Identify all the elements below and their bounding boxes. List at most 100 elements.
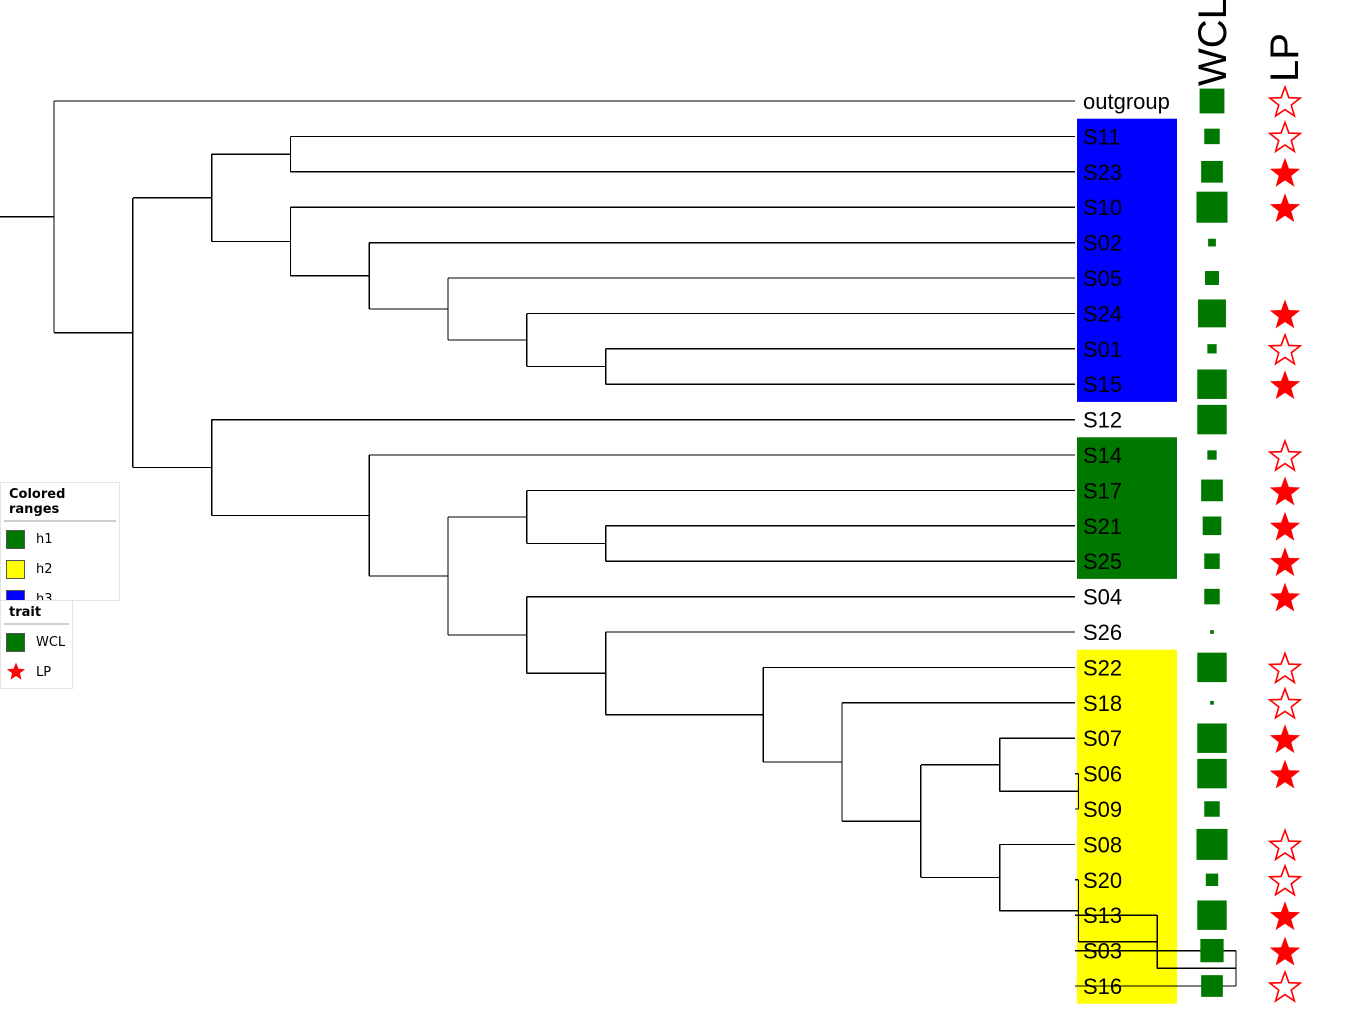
lp-header: LP: [1263, 33, 1307, 82]
tip-label: S18: [1083, 691, 1122, 716]
wcl-square: [1197, 369, 1227, 399]
wcl-square: [1210, 700, 1214, 705]
h2-swatch: [6, 559, 25, 579]
tip-label: S12: [1083, 408, 1122, 433]
star-filled-icon: [1269, 936, 1301, 966]
wcl-square: [1201, 160, 1223, 183]
wcl-square: [1201, 479, 1223, 502]
legend-item-label: LP: [36, 664, 52, 680]
legend-item-h1: h1: [1, 524, 119, 554]
wcl-square: [1197, 758, 1227, 789]
star-filled-icon: [1269, 476, 1301, 506]
legend-item-label: h1: [36, 531, 53, 547]
star-outline-icon: [1267, 120, 1303, 154]
tip-label: S10: [1083, 195, 1122, 220]
tip-label: S26: [1083, 620, 1122, 645]
trait-headers: WCL LP: [1191, 0, 1307, 86]
star-filled-icon: [1269, 370, 1301, 400]
tree-branches: [0, 100, 1237, 987]
colored-ranges: [1077, 118, 1177, 1004]
tip-label: S07: [1083, 726, 1122, 751]
star-filled-icon: [1269, 901, 1301, 931]
legend-trait: trait WCL LP: [0, 600, 73, 689]
legend-item-h2: h2: [1, 554, 119, 584]
star-filled-icon: [1269, 157, 1301, 187]
star-filled-icon: [1269, 582, 1301, 612]
star-outline-icon: [1267, 969, 1303, 1003]
wcl-square: [1197, 404, 1227, 435]
tip-label: S11: [1083, 124, 1121, 149]
star-outline-icon: [1267, 332, 1303, 366]
wcl-square: [1204, 588, 1220, 605]
range-h1: [1077, 437, 1177, 579]
tip-label: S03: [1083, 939, 1122, 964]
wcl-square: [1205, 873, 1219, 886]
wcl-trait-column: [1196, 88, 1228, 997]
wcl-square: [1204, 553, 1220, 569]
tip-label: S21: [1083, 514, 1122, 539]
legend-item-lp: LP: [1, 657, 72, 687]
wcl-square: [1204, 128, 1220, 145]
wcl-square: [1204, 801, 1220, 817]
star-icon: [6, 662, 26, 680]
wcl-square: [1197, 723, 1227, 753]
star-outline-icon: [1267, 651, 1303, 685]
tip-label: S05: [1083, 266, 1122, 291]
tip-label: S15: [1083, 372, 1122, 397]
tip-label: S24: [1083, 301, 1122, 326]
star-filled-icon: [1269, 299, 1301, 329]
lp-trait-column: [1267, 84, 1303, 1003]
tip-label: outgroup: [1083, 89, 1170, 114]
wcl-square: [1207, 344, 1217, 354]
wcl-square: [1205, 271, 1219, 285]
wcl-square: [1208, 238, 1216, 247]
tip-label: S02: [1083, 231, 1122, 256]
wcl-square: [1196, 191, 1228, 223]
star-outline-icon: [1267, 686, 1303, 720]
star-outline-icon: [1267, 438, 1303, 472]
legend-item-label: h2: [36, 561, 53, 577]
wcl-square: [1197, 652, 1227, 683]
tip-label: S20: [1083, 868, 1122, 893]
legend-item-wcl: WCL: [1, 627, 72, 657]
wcl-square: [1200, 938, 1224, 963]
star-outline-icon: [1267, 84, 1303, 118]
legend-item-label: WCL: [36, 634, 66, 650]
h1-swatch: [6, 529, 25, 549]
star-outline-icon: [1267, 863, 1303, 897]
legend-ranges-title: Colored ranges: [4, 483, 116, 522]
tip-label: S23: [1083, 160, 1122, 185]
tip-label: S04: [1083, 585, 1122, 610]
wcl-square: [1199, 88, 1225, 114]
range-h2: [1077, 649, 1177, 1004]
wcl-square: [1207, 450, 1217, 460]
tip-label: S13: [1083, 903, 1122, 928]
tip-label: S14: [1083, 443, 1122, 468]
tip-label: S25: [1083, 549, 1122, 574]
wcl-header: WCL: [1191, 0, 1235, 86]
star-outline-icon: [1267, 828, 1303, 862]
wcl-square: [1210, 630, 1214, 634]
tip-label: S08: [1083, 832, 1122, 857]
legend-colored-ranges: Colored ranges h1 h2 h3: [0, 482, 120, 609]
range-h3: [1077, 118, 1177, 402]
wcl-square: [1197, 900, 1227, 930]
tip-label: S22: [1083, 655, 1122, 680]
wcl-square: [1202, 516, 1222, 536]
star-filled-icon: [1269, 759, 1301, 789]
tip-label: S01: [1083, 337, 1122, 362]
legend-trait-title: trait: [4, 601, 69, 625]
tip-label: S16: [1083, 974, 1122, 999]
tip-label: S06: [1083, 762, 1122, 787]
wcl-square: [1198, 299, 1226, 328]
wcl-square: [1201, 975, 1223, 997]
square-icon: [6, 632, 25, 652]
star-filled-icon: [1269, 193, 1301, 223]
tip-label: S17: [1083, 478, 1122, 503]
star-filled-icon: [1269, 724, 1301, 754]
tip-label: S09: [1083, 797, 1122, 822]
tip-labels: outgroupS11S23S10S02S05S24S01S15S12S14S1…: [1083, 89, 1170, 999]
star-filled-icon: [1269, 547, 1301, 577]
wcl-square: [1196, 828, 1228, 860]
